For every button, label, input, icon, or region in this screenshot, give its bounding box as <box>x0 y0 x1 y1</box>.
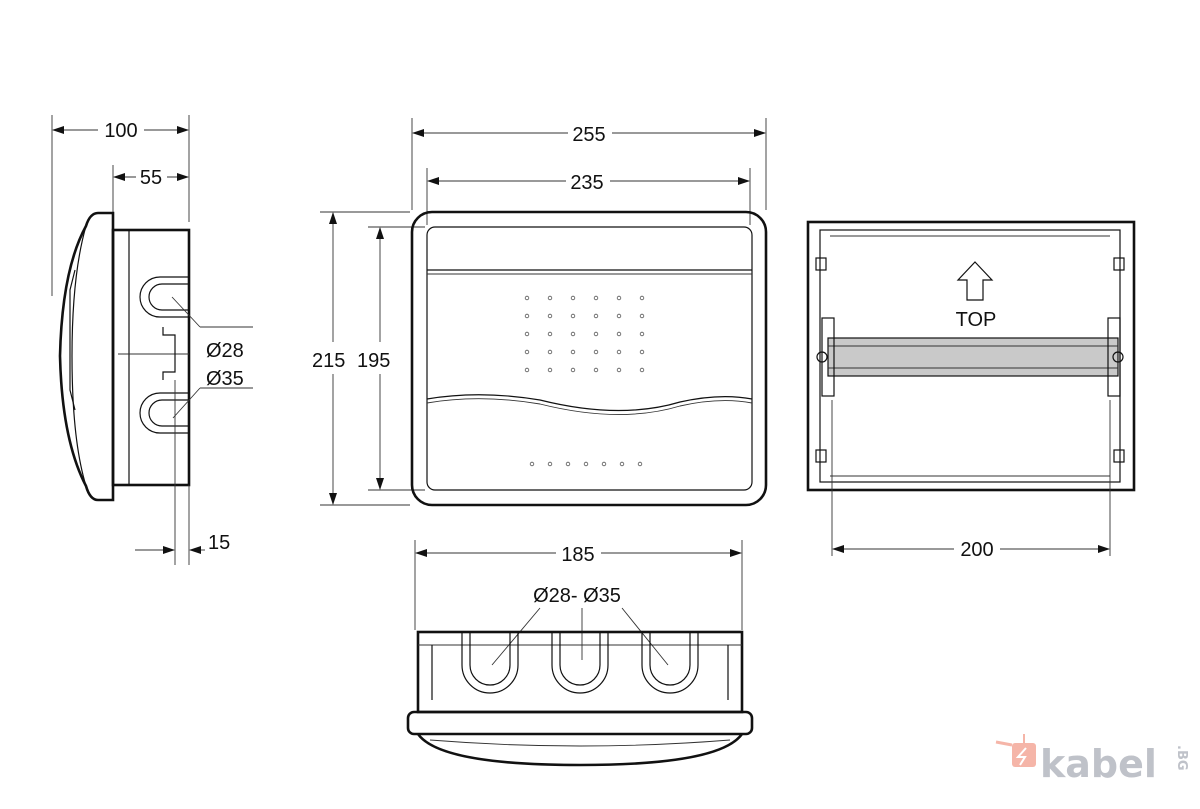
vent-hole <box>524 331 530 337</box>
dim-width-185: 185 <box>415 544 742 566</box>
vent-hole <box>639 349 645 355</box>
side-body <box>111 228 191 487</box>
vent-hole <box>547 295 553 301</box>
vent-hole <box>639 367 645 373</box>
dim-inner-width-235: 235 <box>427 172 750 194</box>
vent-hole <box>570 367 576 373</box>
hole-label-28: Ø28 <box>206 340 244 362</box>
vent-hole <box>616 295 622 301</box>
vent-hole <box>616 349 622 355</box>
vent-hole <box>616 313 622 319</box>
knockout-right <box>641 632 699 694</box>
dim-depth-100: 100 <box>52 120 189 142</box>
dim-outer-height-label: 215 <box>312 350 345 372</box>
front-view: 255 235 215 195 <box>312 118 768 507</box>
dim-width-200: 200 <box>832 539 1110 561</box>
arrow-up-icon <box>956 261 994 301</box>
bottom-view: 185 Ø28- Ø35 <box>406 540 754 767</box>
vent-hole <box>637 461 643 467</box>
plug-icon <box>1012 743 1036 767</box>
top-label: TOP <box>956 309 997 331</box>
vent-hole <box>593 295 599 301</box>
vent-holes <box>524 295 645 467</box>
vent-hole <box>619 461 625 467</box>
din-rail <box>827 337 1119 377</box>
vent-hole <box>639 295 645 301</box>
vent-hole <box>593 349 599 355</box>
knockout-middle <box>551 632 609 694</box>
side-cover <box>58 211 115 502</box>
vent-hole <box>547 349 553 355</box>
holes-label: Ø28- Ø35 <box>533 585 621 607</box>
vent-hole <box>565 461 571 467</box>
screw-icon <box>816 351 828 363</box>
dim-width-200-label: 200 <box>960 539 993 561</box>
vent-hole <box>524 349 530 355</box>
vent-hole <box>583 461 589 467</box>
bottom-cover-rim <box>406 710 754 736</box>
wave-line <box>426 394 753 412</box>
front-cover-panel <box>426 226 753 491</box>
rear-view: TOP 200 <box>806 220 1136 561</box>
knockout-35 <box>139 392 189 434</box>
vent-hole <box>529 461 535 467</box>
vent-hole <box>570 295 576 301</box>
watermark-logo: kabel .BG <box>995 734 1189 786</box>
vent-hole <box>547 313 553 319</box>
watermark-brand: kabel <box>1040 742 1157 786</box>
dim-outer-width-label: 255 <box>572 124 605 146</box>
dim-outer-width-255: 255 <box>412 124 766 146</box>
vent-hole <box>524 295 530 301</box>
vent-hole <box>570 331 576 337</box>
screw-icon <box>1112 351 1124 363</box>
knockout-28 <box>139 276 189 318</box>
bottom-body <box>416 630 744 714</box>
vent-hole <box>593 367 599 373</box>
vent-hole <box>524 313 530 319</box>
front-cover-outline <box>410 210 768 507</box>
vent-hole <box>616 367 622 373</box>
vent-hole <box>570 349 576 355</box>
vent-hole <box>547 331 553 337</box>
dim-inner-height-label: 195 <box>357 350 390 372</box>
vent-hole <box>570 313 576 319</box>
vent-hole <box>639 331 645 337</box>
vent-hole <box>547 461 553 467</box>
hole-label-35: Ø35 <box>206 368 244 390</box>
dim-flange-label: 15 <box>208 532 230 554</box>
vent-hole <box>616 331 622 337</box>
vent-hole <box>547 367 553 373</box>
dim-flange-15: 15 <box>135 532 230 554</box>
watermark-suffix: .BG <box>1174 745 1189 771</box>
rail-bracket-right <box>1107 317 1121 397</box>
dim-body-label: 55 <box>140 167 162 189</box>
vent-hole <box>524 367 530 373</box>
dim-width-185-label: 185 <box>561 544 594 566</box>
vent-hole <box>593 331 599 337</box>
vent-hole <box>601 461 607 467</box>
dim-body-55: 55 <box>113 167 189 189</box>
bottom-cover-curve <box>416 733 744 767</box>
rail-bracket-left <box>821 317 835 397</box>
rear-box-outline <box>806 220 1136 492</box>
vent-hole <box>639 313 645 319</box>
side-view: 100 55 Ø28 Ø35 15 <box>51 115 253 565</box>
vent-hole <box>593 313 599 319</box>
knockout-left <box>461 632 519 694</box>
dim-inner-height-195: 195 <box>357 227 390 490</box>
dim-depth-label: 100 <box>104 120 137 142</box>
dim-outer-height-215: 215 <box>312 212 345 505</box>
dim-inner-width-label: 235 <box>570 172 603 194</box>
